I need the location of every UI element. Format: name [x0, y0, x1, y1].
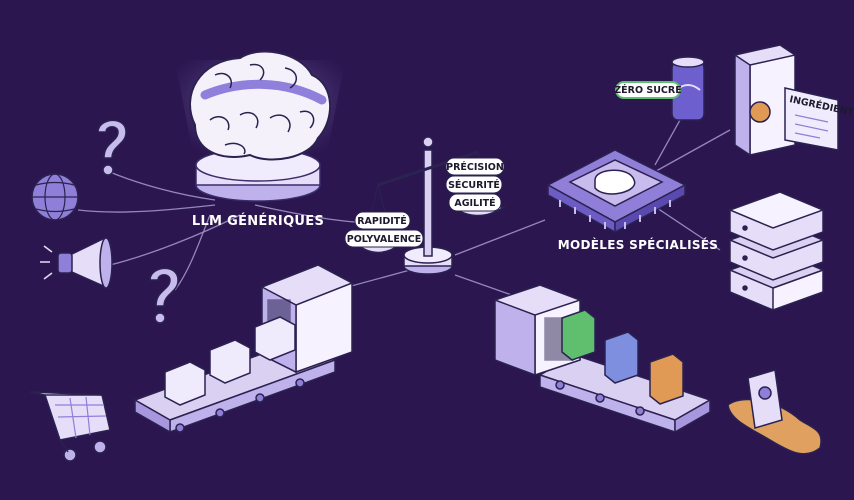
scale-pill-agility: AGILITÉ: [448, 193, 502, 212]
conveyor-belt-icon: [133, 264, 353, 434]
svg-text:RAPIDITÉ: RAPIDITÉ: [357, 215, 407, 227]
conveyor-belt-icon: [494, 284, 712, 434]
generic-llm-label: LLM GÉNÉRIQUES: [192, 213, 324, 229]
shopping-cart-icon: [29, 391, 111, 462]
svg-text:SÉCURITÉ: SÉCURITÉ: [448, 179, 500, 191]
scale-pill-security: SÉCURITÉ: [445, 175, 503, 194]
hand-icon: [727, 369, 822, 455]
ingredients-card: [784, 87, 839, 151]
scale-pill-versatility: POLYVALENCE: [344, 229, 424, 248]
megaphone-icon: [40, 236, 113, 290]
question-mark-icon: [149, 267, 179, 324]
brain-pedestal: [195, 148, 321, 202]
specialized-models-label: MODÈLES SPÉCIALISÉS: [558, 237, 718, 252]
scale-pill-precision: PRÉCISION: [445, 157, 505, 176]
globe-icon: [31, 173, 79, 221]
svg-text:AGILITÉ: AGILITÉ: [454, 197, 495, 209]
scale-pill-speed: RAPIDITÉ: [354, 211, 411, 230]
server-icon: [727, 191, 826, 312]
soda-can-icon: [671, 56, 705, 121]
ai-chip-icon: [546, 149, 687, 234]
svg-text:ZÉRO SUCRE: ZÉRO SUCRE: [614, 84, 681, 96]
zero-sugar-tag: ZÉRO SUCRE: [614, 81, 682, 99]
svg-text:POLYVALENCE: POLYVALENCE: [347, 234, 422, 245]
cereal-box-icon: [734, 44, 796, 157]
svg-text:PRÉCISION: PRÉCISION: [446, 161, 504, 173]
brain-icon: [189, 50, 331, 161]
question-mark-icon: [97, 119, 127, 176]
